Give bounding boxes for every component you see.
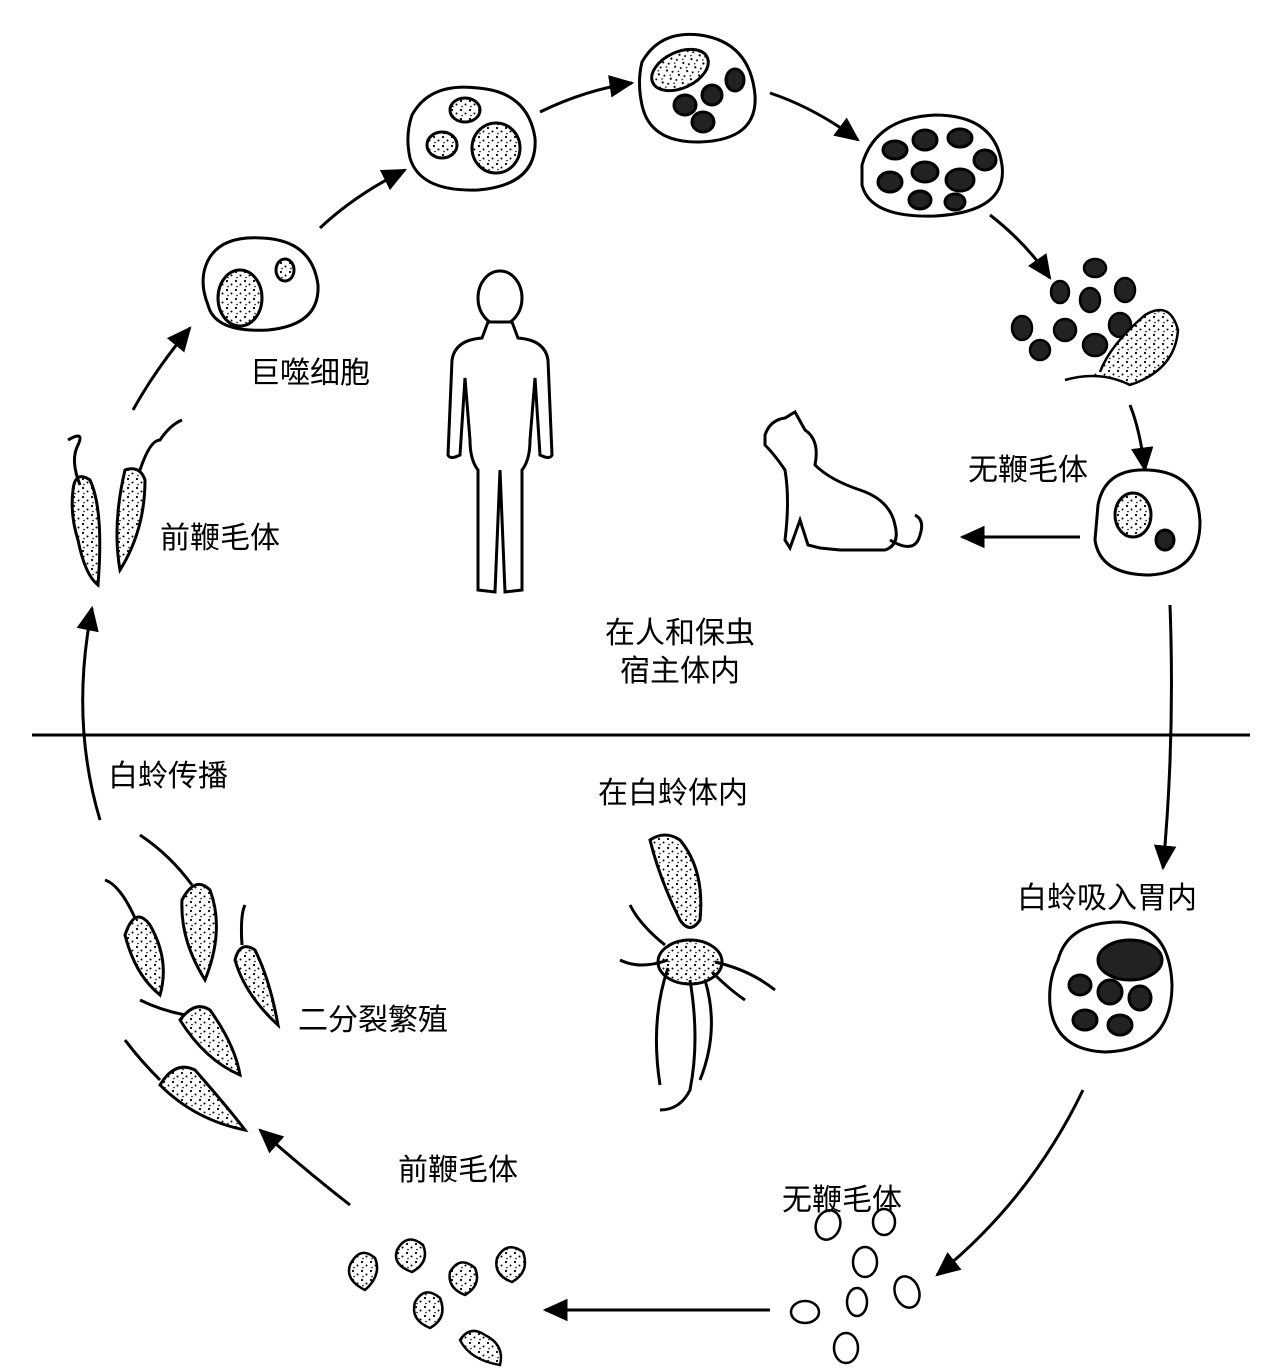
promastigotes-host	[67, 418, 183, 588]
macrophage-cell-fly	[1048, 920, 1174, 1054]
label-promastigote-fly: 前鞭毛体	[398, 1153, 518, 1188]
arrow-to-cell2	[318, 168, 408, 230]
arrow-to-released	[989, 213, 1052, 280]
label-amastigote-fly: 无鞭毛体	[782, 1183, 902, 1218]
released-amastigotes	[1010, 257, 1180, 387]
amastigotes-fly	[789, 1207, 921, 1365]
dog-icon	[763, 409, 924, 552]
label-promastigote-host: 前鞭毛体	[160, 521, 280, 556]
macrophage-cell-1	[201, 236, 320, 332]
macrophage-cell-4	[860, 113, 1004, 218]
macrophage-cell-2	[406, 85, 537, 192]
label-in-sandfly: 在白蛉体内	[598, 776, 748, 811]
macrophage-cell-host	[1093, 468, 1202, 577]
human-figure-icon	[446, 269, 554, 594]
arrow-to-amastigote-host	[1128, 404, 1154, 473]
label-binary-fission: 二分裂繁殖	[298, 1003, 448, 1038]
label-amastigote-host: 无鞭毛体	[968, 453, 1088, 488]
label-sandfly-transmission: 白蛉传播	[108, 759, 228, 794]
arrow-to-macrophage	[131, 326, 192, 411]
arrow-to-fission	[258, 1128, 351, 1207]
promastigotes-fly	[347, 1238, 527, 1367]
arrow-to-amastigote-fly	[935, 1089, 1085, 1277]
arrow-up-left	[76, 605, 102, 821]
label-sandfly-ingest: 白蛉吸入胃内	[1017, 881, 1197, 916]
macrophage-cell-3	[638, 32, 757, 144]
promastigotes-fission	[104, 833, 281, 1133]
label-in-host-line1: 在人和保虫	[605, 616, 755, 651]
label-in-host-line2: 宿主体内	[620, 654, 740, 689]
arrow-to-sandfly-gut	[1153, 604, 1177, 871]
sandfly-icon	[619, 833, 776, 1112]
arrow-to-cell4	[769, 91, 860, 142]
label-macrophage: 巨噬细胞	[250, 356, 370, 391]
cycle-arrows	[76, 75, 1177, 1322]
arrow-to-cell3	[539, 75, 635, 114]
